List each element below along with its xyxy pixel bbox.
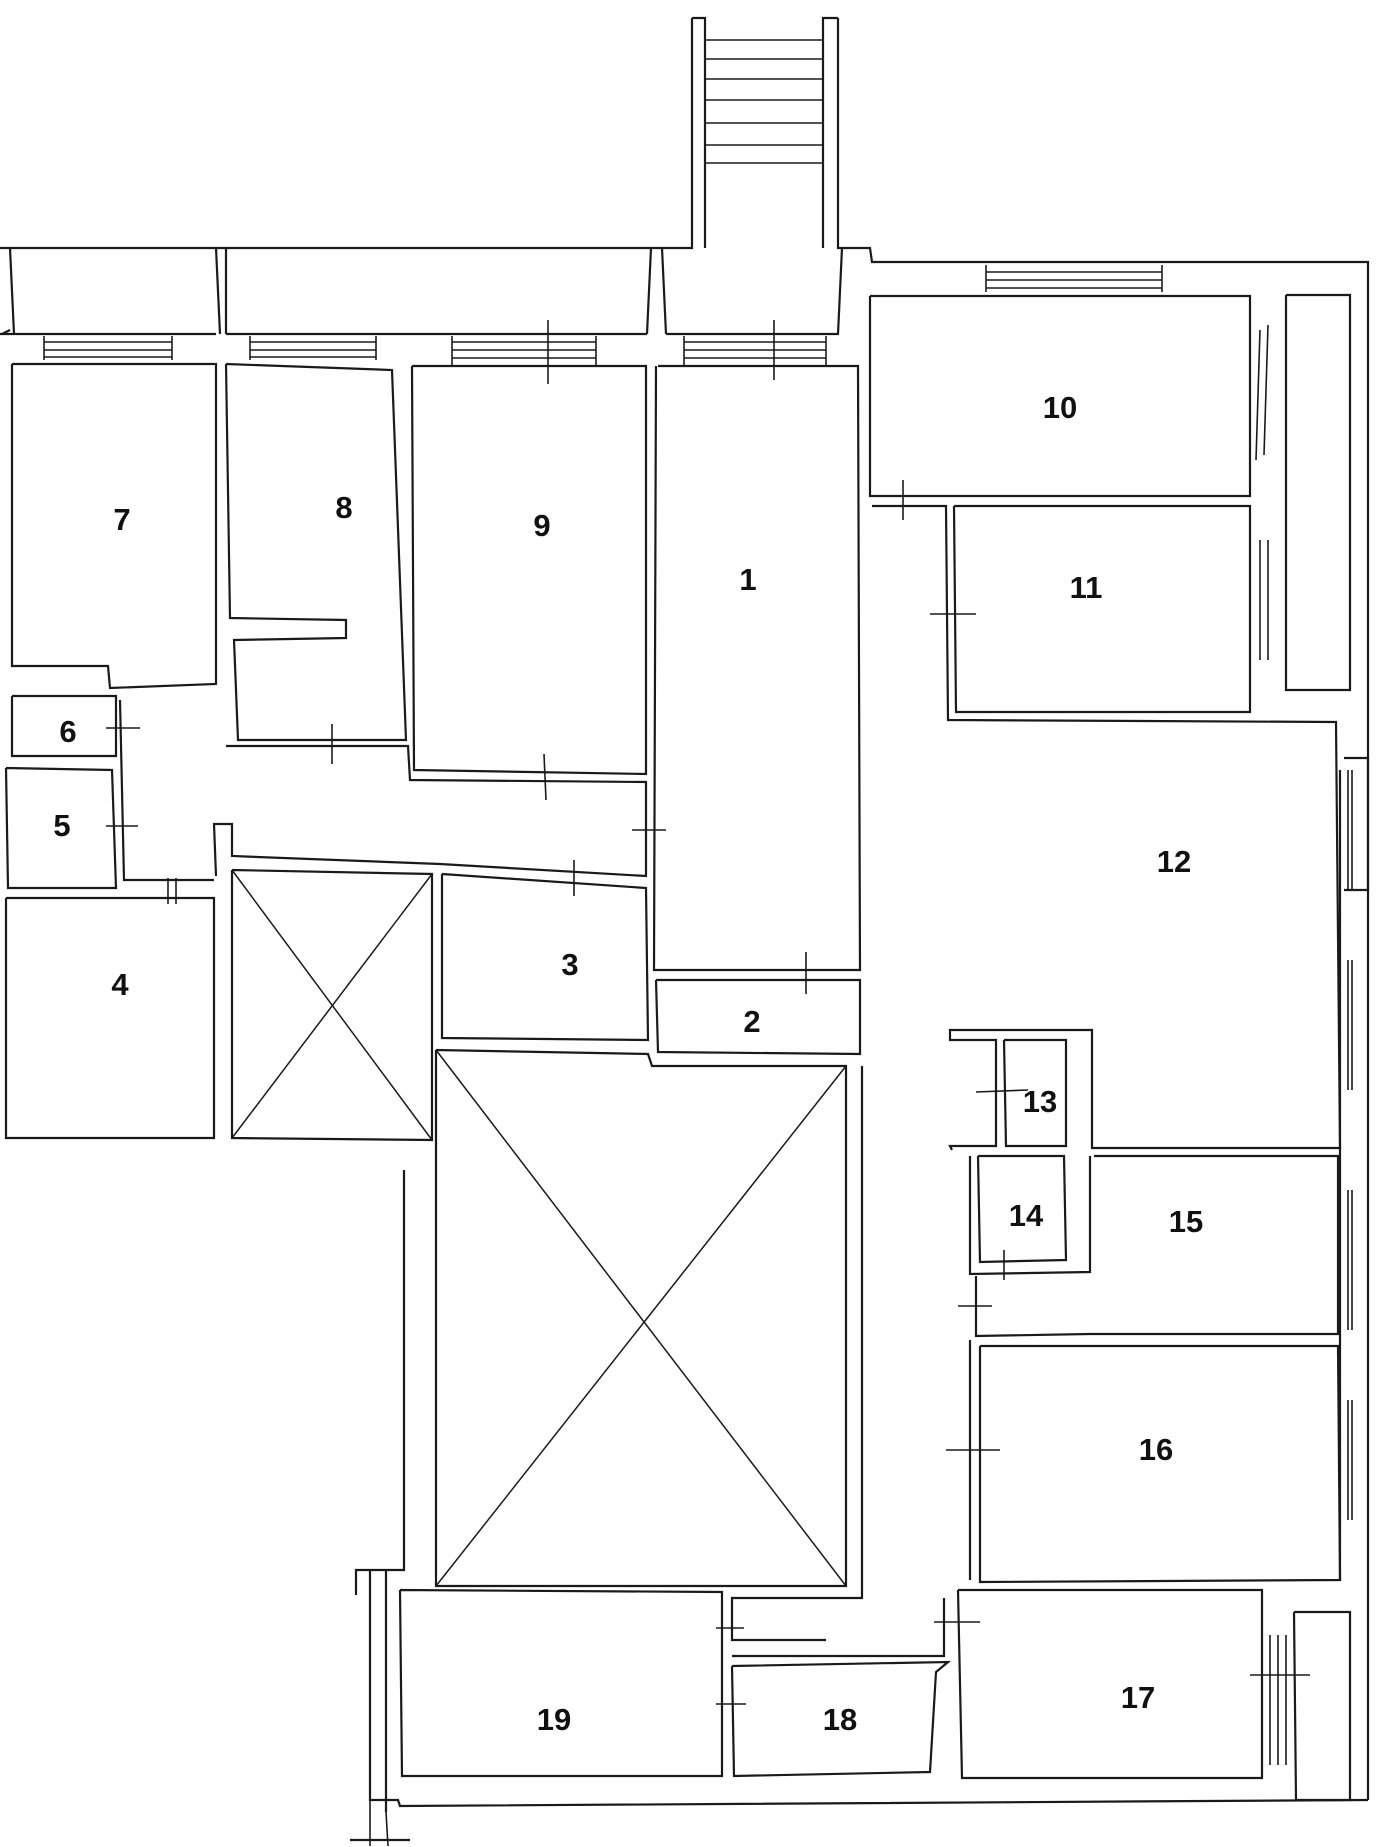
room-17 [956,1588,1264,1780]
room-label-4: 4 [111,967,129,1002]
room-16 [968,1340,1342,1584]
room-14 [968,1154,1092,1276]
door-marks [106,320,1029,1705]
room-4 [4,896,216,1140]
room-10 [868,294,1252,498]
room-label-14: 14 [1009,1198,1044,1233]
room-label-11: 11 [1070,570,1103,605]
room-label-18: 18 [823,1702,857,1737]
room-label-13: 13 [1023,1084,1057,1119]
staircase [692,16,838,248]
room-label-6: 6 [59,714,76,749]
room-13 [1002,1038,1068,1148]
corridor-west [118,699,648,882]
room-18 [730,1660,952,1778]
room-label-2: 2 [743,1004,760,1039]
room-label-16: 16 [1139,1432,1173,1467]
room-label-7: 7 [113,502,130,537]
room-labels: 1 2 3 4 5 6 7 8 9 10 11 12 13 14 15 16 1… [53,390,1203,1737]
room-19 [398,1588,724,1778]
room-label-9: 9 [533,508,550,543]
room-11 [952,504,1252,714]
room-15 [974,1154,1340,1338]
room-label-15: 15 [1169,1204,1203,1239]
room-label-1: 1 [739,562,756,597]
room-8 [224,362,408,742]
room-3 [440,872,650,1042]
room-2 [654,978,862,1056]
shaft-small [230,868,434,1142]
south-corridor [350,1570,1369,1847]
room-label-8: 8 [335,490,352,525]
window-marks [43,265,1370,1802]
shaft-large [354,1048,864,1642]
corridor-east [872,504,1342,1151]
room-6 [10,694,118,758]
room-label-10: 10 [1043,390,1077,425]
exterior-walls [0,18,1370,1800]
room-9 [410,364,648,776]
room-label-17: 17 [1121,1680,1155,1715]
room-5 [4,766,118,890]
room-1 [652,364,862,972]
room-label-5: 5 [53,808,70,843]
room-7 [10,362,218,690]
room-label-19: 19 [537,1702,571,1737]
room-label-3: 3 [561,947,578,982]
room-label-12: 12 [1157,844,1191,879]
